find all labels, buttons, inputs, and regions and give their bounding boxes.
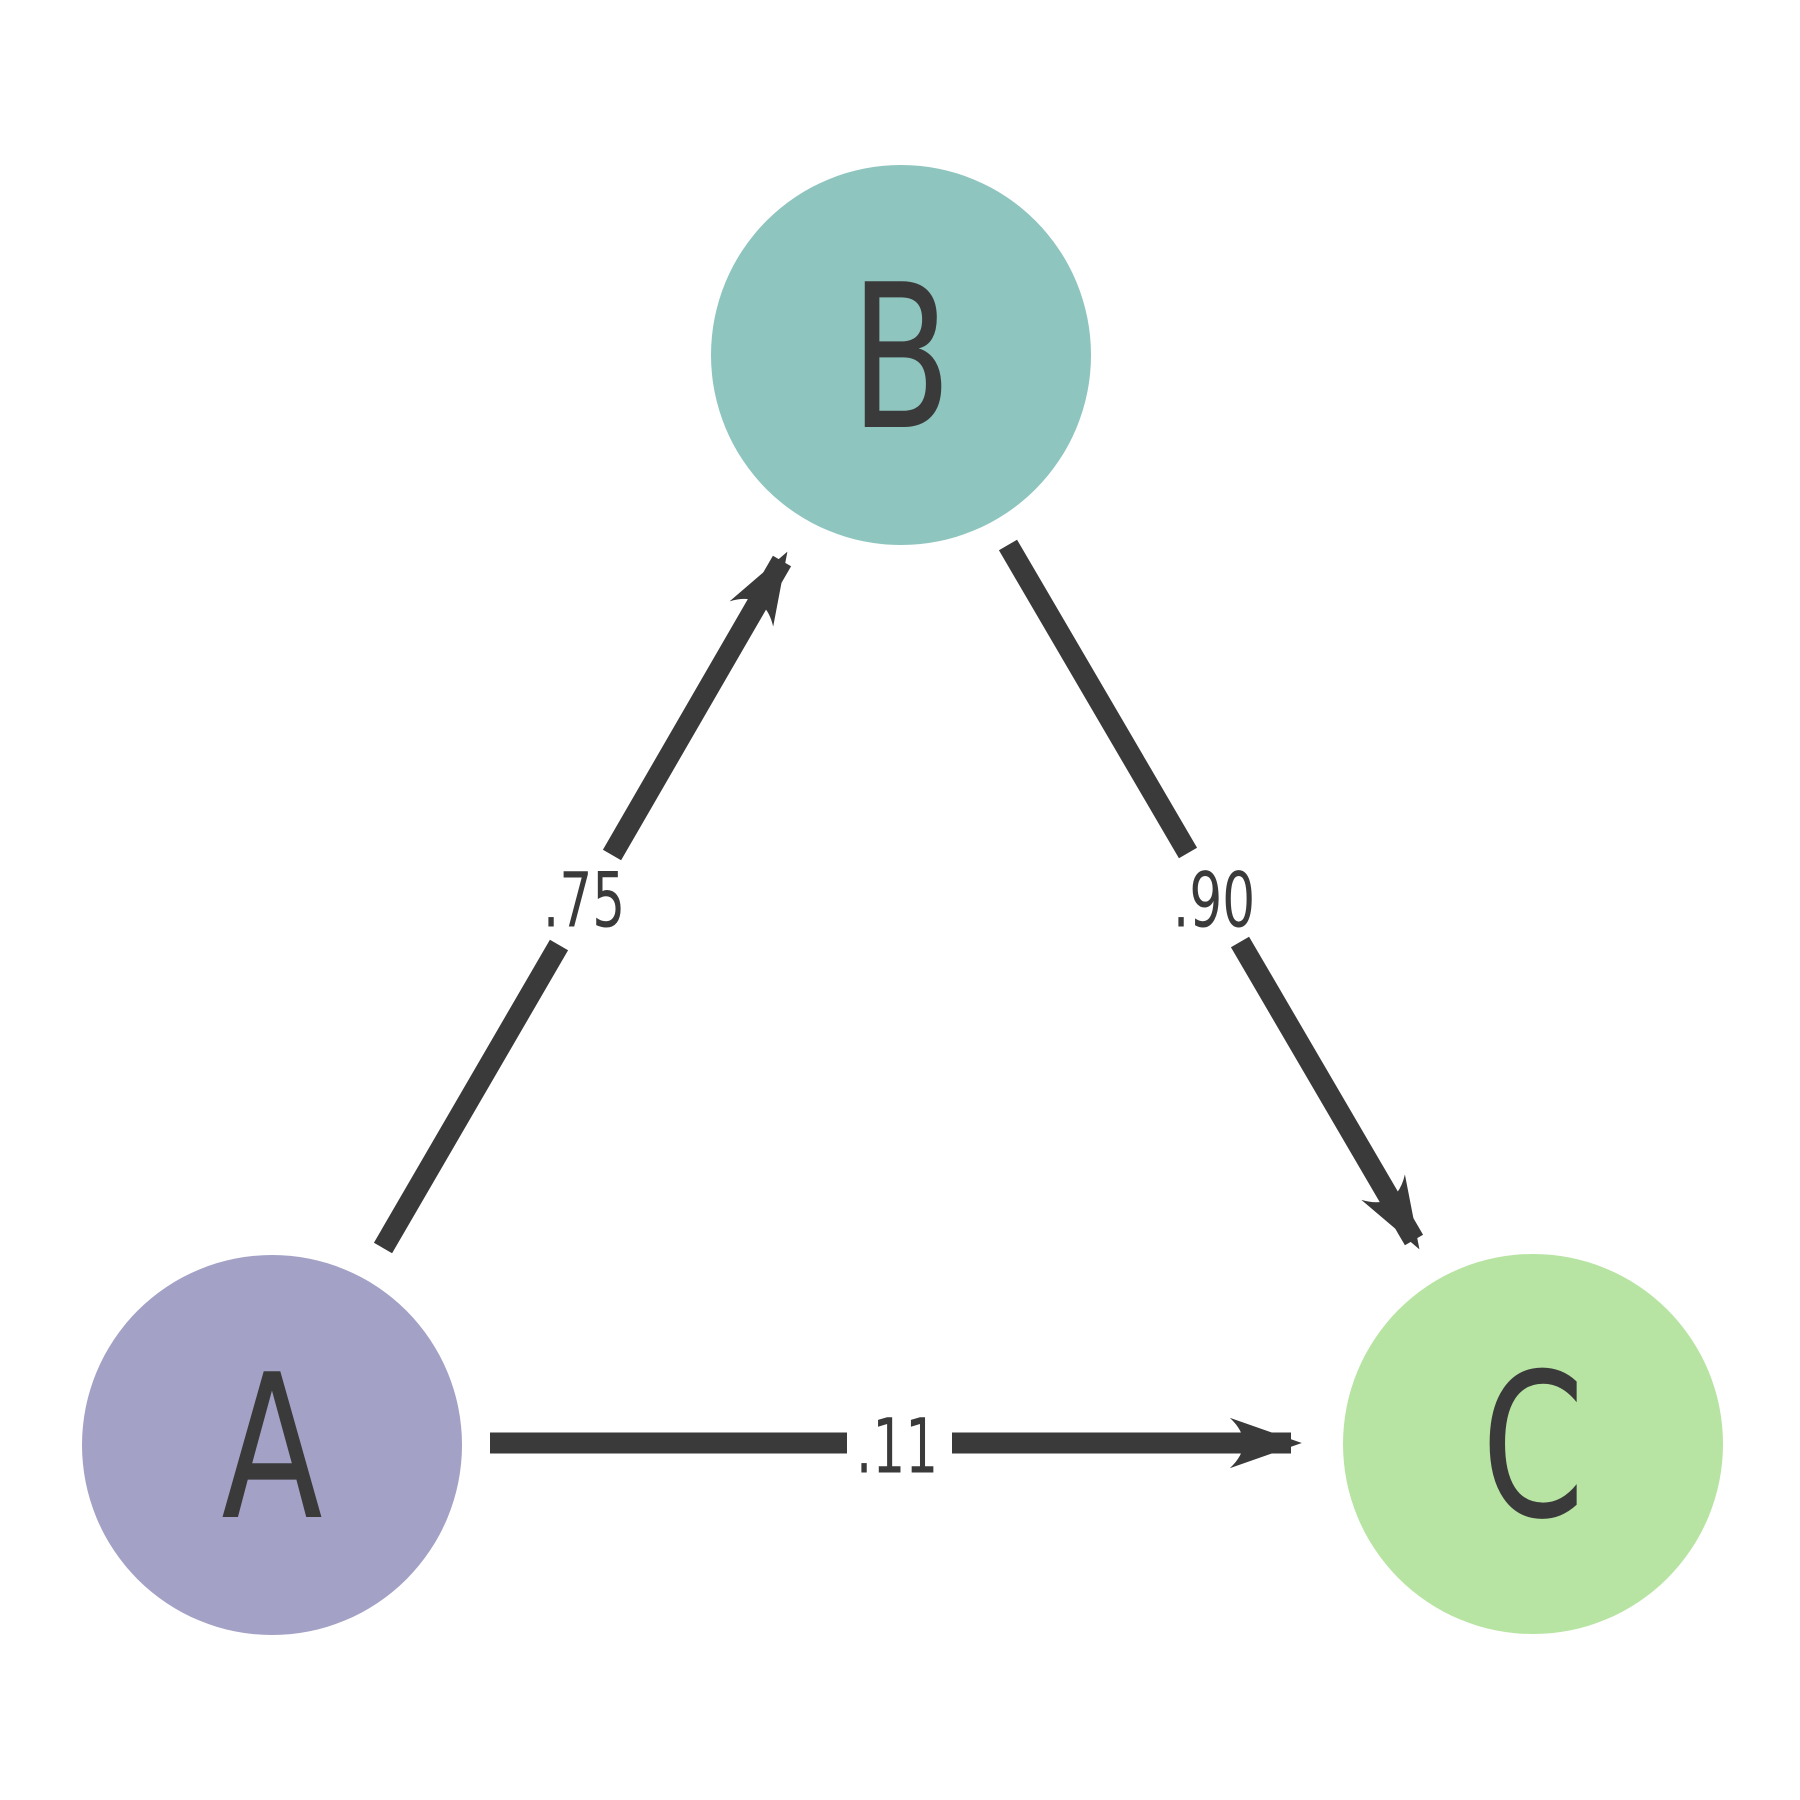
edge-B-C-line-lower-segment [1230, 936, 1424, 1250]
edge-B-C-weight-label: .90 [1173, 857, 1255, 945]
edge-A-B-weight-label: .75 [543, 857, 625, 945]
edge-A-C-weight-label: .11 [856, 1403, 938, 1491]
edge-A-B: .75 [373, 551, 792, 1254]
node-B-circle [711, 165, 1091, 545]
node-C: C [1343, 1254, 1723, 1634]
node-A-label: A [221, 1333, 322, 1565]
node-B: B [711, 165, 1091, 545]
edge-A-B-line-lower-segment [373, 939, 569, 1254]
node-C-label: C [1481, 1332, 1584, 1564]
edge-A-C: .11 [490, 1398, 1302, 1497]
node-A-circle [82, 1255, 462, 1635]
node-A: A [82, 1255, 462, 1635]
node-B-label: B [850, 243, 952, 475]
edge-B-C-line-upper-segment [998, 539, 1198, 859]
edge-A-B-line-upper-segment [602, 551, 792, 861]
node-C-circle [1343, 1254, 1723, 1634]
edge-B-C: .90 [998, 539, 1424, 1250]
